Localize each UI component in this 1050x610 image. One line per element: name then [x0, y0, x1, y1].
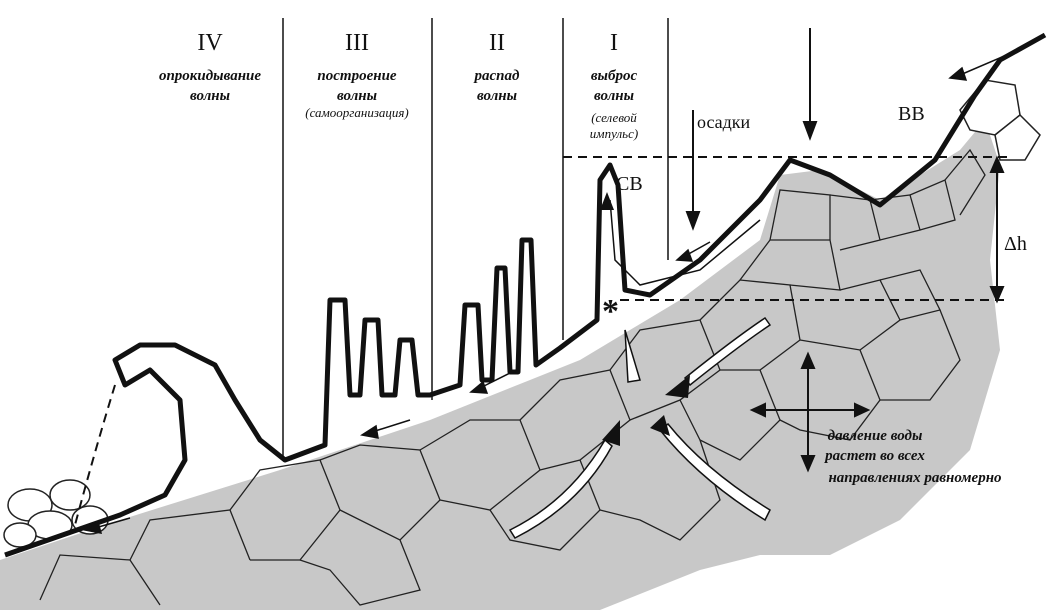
sv-label: СВ [616, 173, 643, 195]
stage-iii-label-2: волны [337, 88, 377, 104]
precipitation-label: осадки [697, 112, 751, 132]
pressure-note-line-3: направлениях равномерно [828, 470, 1001, 486]
stage-iii-label-1: построение [317, 68, 396, 84]
stage-i-label-2: волны [594, 88, 634, 104]
stage-ii-label-2: волны [477, 88, 517, 104]
stage-ii-number: II [489, 30, 505, 56]
stage-iii-label-3: (самоорганизация) [305, 105, 409, 120]
stage-iv: IV опрокидывание волны [159, 30, 261, 104]
stage-iv-label-2: волны [190, 88, 230, 104]
impulse-star: * [602, 293, 619, 330]
ground-body [0, 120, 1000, 610]
pressure-note-line-2: растет во всех [823, 448, 925, 464]
vv-label: ВВ [898, 103, 925, 125]
stage-ii: II распад волны [473, 30, 521, 104]
stage-i-label-1: выброс [591, 68, 638, 84]
stage-iii: III построение волны (самоорганизация) [305, 30, 409, 120]
stage-iii-number: III [345, 30, 369, 56]
stage-i-label-3: (селевой [591, 110, 637, 125]
stage-ii-label-1: распад [473, 68, 521, 84]
stage-i-label-4: импульс) [590, 126, 638, 141]
stage-iv-number: IV [197, 30, 223, 56]
pressure-note-line-1: давление воды [828, 428, 923, 444]
pressure-note: давление воды растет во всех направления… [823, 428, 1001, 486]
stage-i-number: I [610, 30, 618, 56]
stage-i: I выброс волны (селевой импульс) [590, 30, 638, 141]
stage-iv-label-1: опрокидывание [159, 68, 261, 84]
delta-h-label: Δh [1004, 233, 1027, 255]
